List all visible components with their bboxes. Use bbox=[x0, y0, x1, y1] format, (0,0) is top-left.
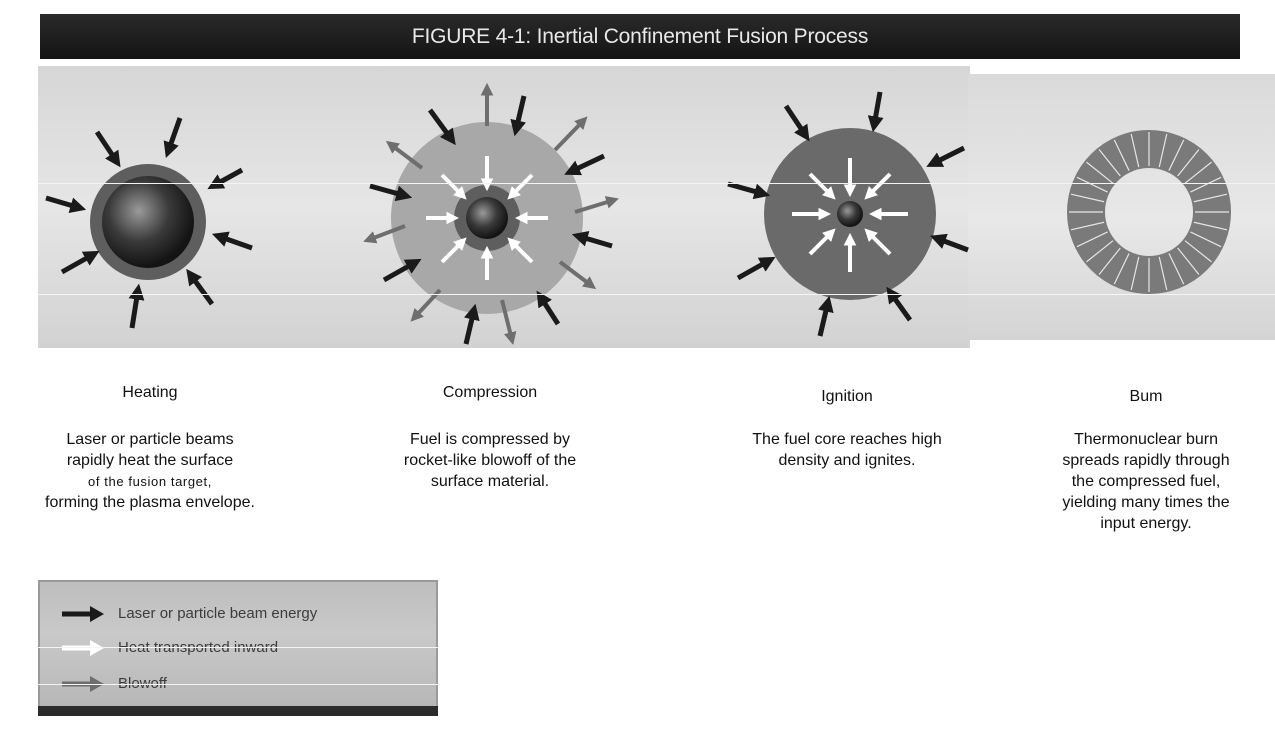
heating-target bbox=[90, 164, 206, 280]
stage-title-compression: Compression bbox=[442, 384, 538, 401]
burn-streak bbox=[1113, 253, 1130, 285]
stage-description-burn: Thermonuclear burn spreads rapidly throu… bbox=[1062, 431, 1230, 532]
stage-title-heating: Heating bbox=[122, 384, 178, 401]
burn-streak bbox=[1130, 256, 1140, 291]
burn-streak bbox=[1168, 253, 1185, 285]
burn-streak bbox=[1076, 231, 1108, 248]
burn-streak bbox=[1184, 161, 1212, 184]
scan-line bbox=[38, 684, 438, 685]
burn-streak bbox=[1098, 149, 1121, 177]
burn-streak bbox=[1086, 240, 1114, 263]
burn-streak bbox=[1177, 247, 1200, 275]
burn-streak bbox=[1190, 231, 1222, 248]
burn-streak bbox=[1076, 176, 1108, 193]
burn-streak bbox=[1158, 133, 1168, 168]
legend-item-beam-energy: Laser or particle beam energy bbox=[60, 600, 317, 626]
figure-title: FIGURE 4-1: Inertial Confinement Fusion … bbox=[411, 24, 869, 48]
burn-streak bbox=[1177, 149, 1200, 177]
burn-streak bbox=[1184, 240, 1212, 263]
legend-item-blowoff: Blowoff bbox=[60, 670, 167, 696]
burn-streak bbox=[1193, 221, 1228, 231]
white-arrow-icon bbox=[62, 640, 104, 656]
burn-streak bbox=[1158, 256, 1168, 291]
burn-streak bbox=[1086, 161, 1114, 184]
stages-illustration bbox=[45, 82, 1231, 345]
burn-streak bbox=[1190, 176, 1222, 193]
compression-target bbox=[391, 122, 583, 314]
scan-line bbox=[38, 183, 1275, 184]
stage-description-heating: Laser or particle beams rapidly heat the… bbox=[45, 431, 255, 511]
burn-streak bbox=[1168, 139, 1185, 171]
ignition-beam-arrows bbox=[727, 91, 969, 337]
stage-title-burn: Bum bbox=[1129, 388, 1163, 405]
ignition-target bbox=[764, 128, 936, 300]
stage-title-ignition: Ignition bbox=[821, 388, 873, 405]
legend: Laser or particle beam energy Heat trans… bbox=[38, 580, 438, 712]
burn-streak bbox=[1070, 193, 1105, 203]
heating-beam-arrows bbox=[45, 117, 253, 329]
scan-line bbox=[38, 294, 1275, 295]
dark-arrow-icon bbox=[62, 606, 104, 622]
stage-description-ignition: The fuel core reaches high density and i… bbox=[752, 431, 942, 469]
burn-streak bbox=[1070, 221, 1105, 231]
burn-streak bbox=[1193, 193, 1228, 203]
burn-ring bbox=[1067, 130, 1231, 294]
burn-streak bbox=[1130, 133, 1140, 168]
compression-heat-arrows bbox=[426, 156, 548, 280]
stage-description-compression: Fuel is compressed by rocket-like blowof… bbox=[403, 431, 577, 490]
legend-shadow bbox=[38, 706, 438, 716]
compression-blowoff-arrows bbox=[363, 82, 619, 345]
figure-title-bar: FIGURE 4-1: Inertial Confinement Fusion … bbox=[40, 14, 1240, 59]
burn-streak bbox=[1113, 139, 1130, 171]
scan-line bbox=[38, 647, 438, 648]
gray-arrow-icon bbox=[62, 676, 104, 692]
ignition-heat-arrows bbox=[792, 158, 908, 272]
compression-beam-arrows bbox=[369, 95, 613, 345]
burn-streak bbox=[1098, 247, 1121, 275]
